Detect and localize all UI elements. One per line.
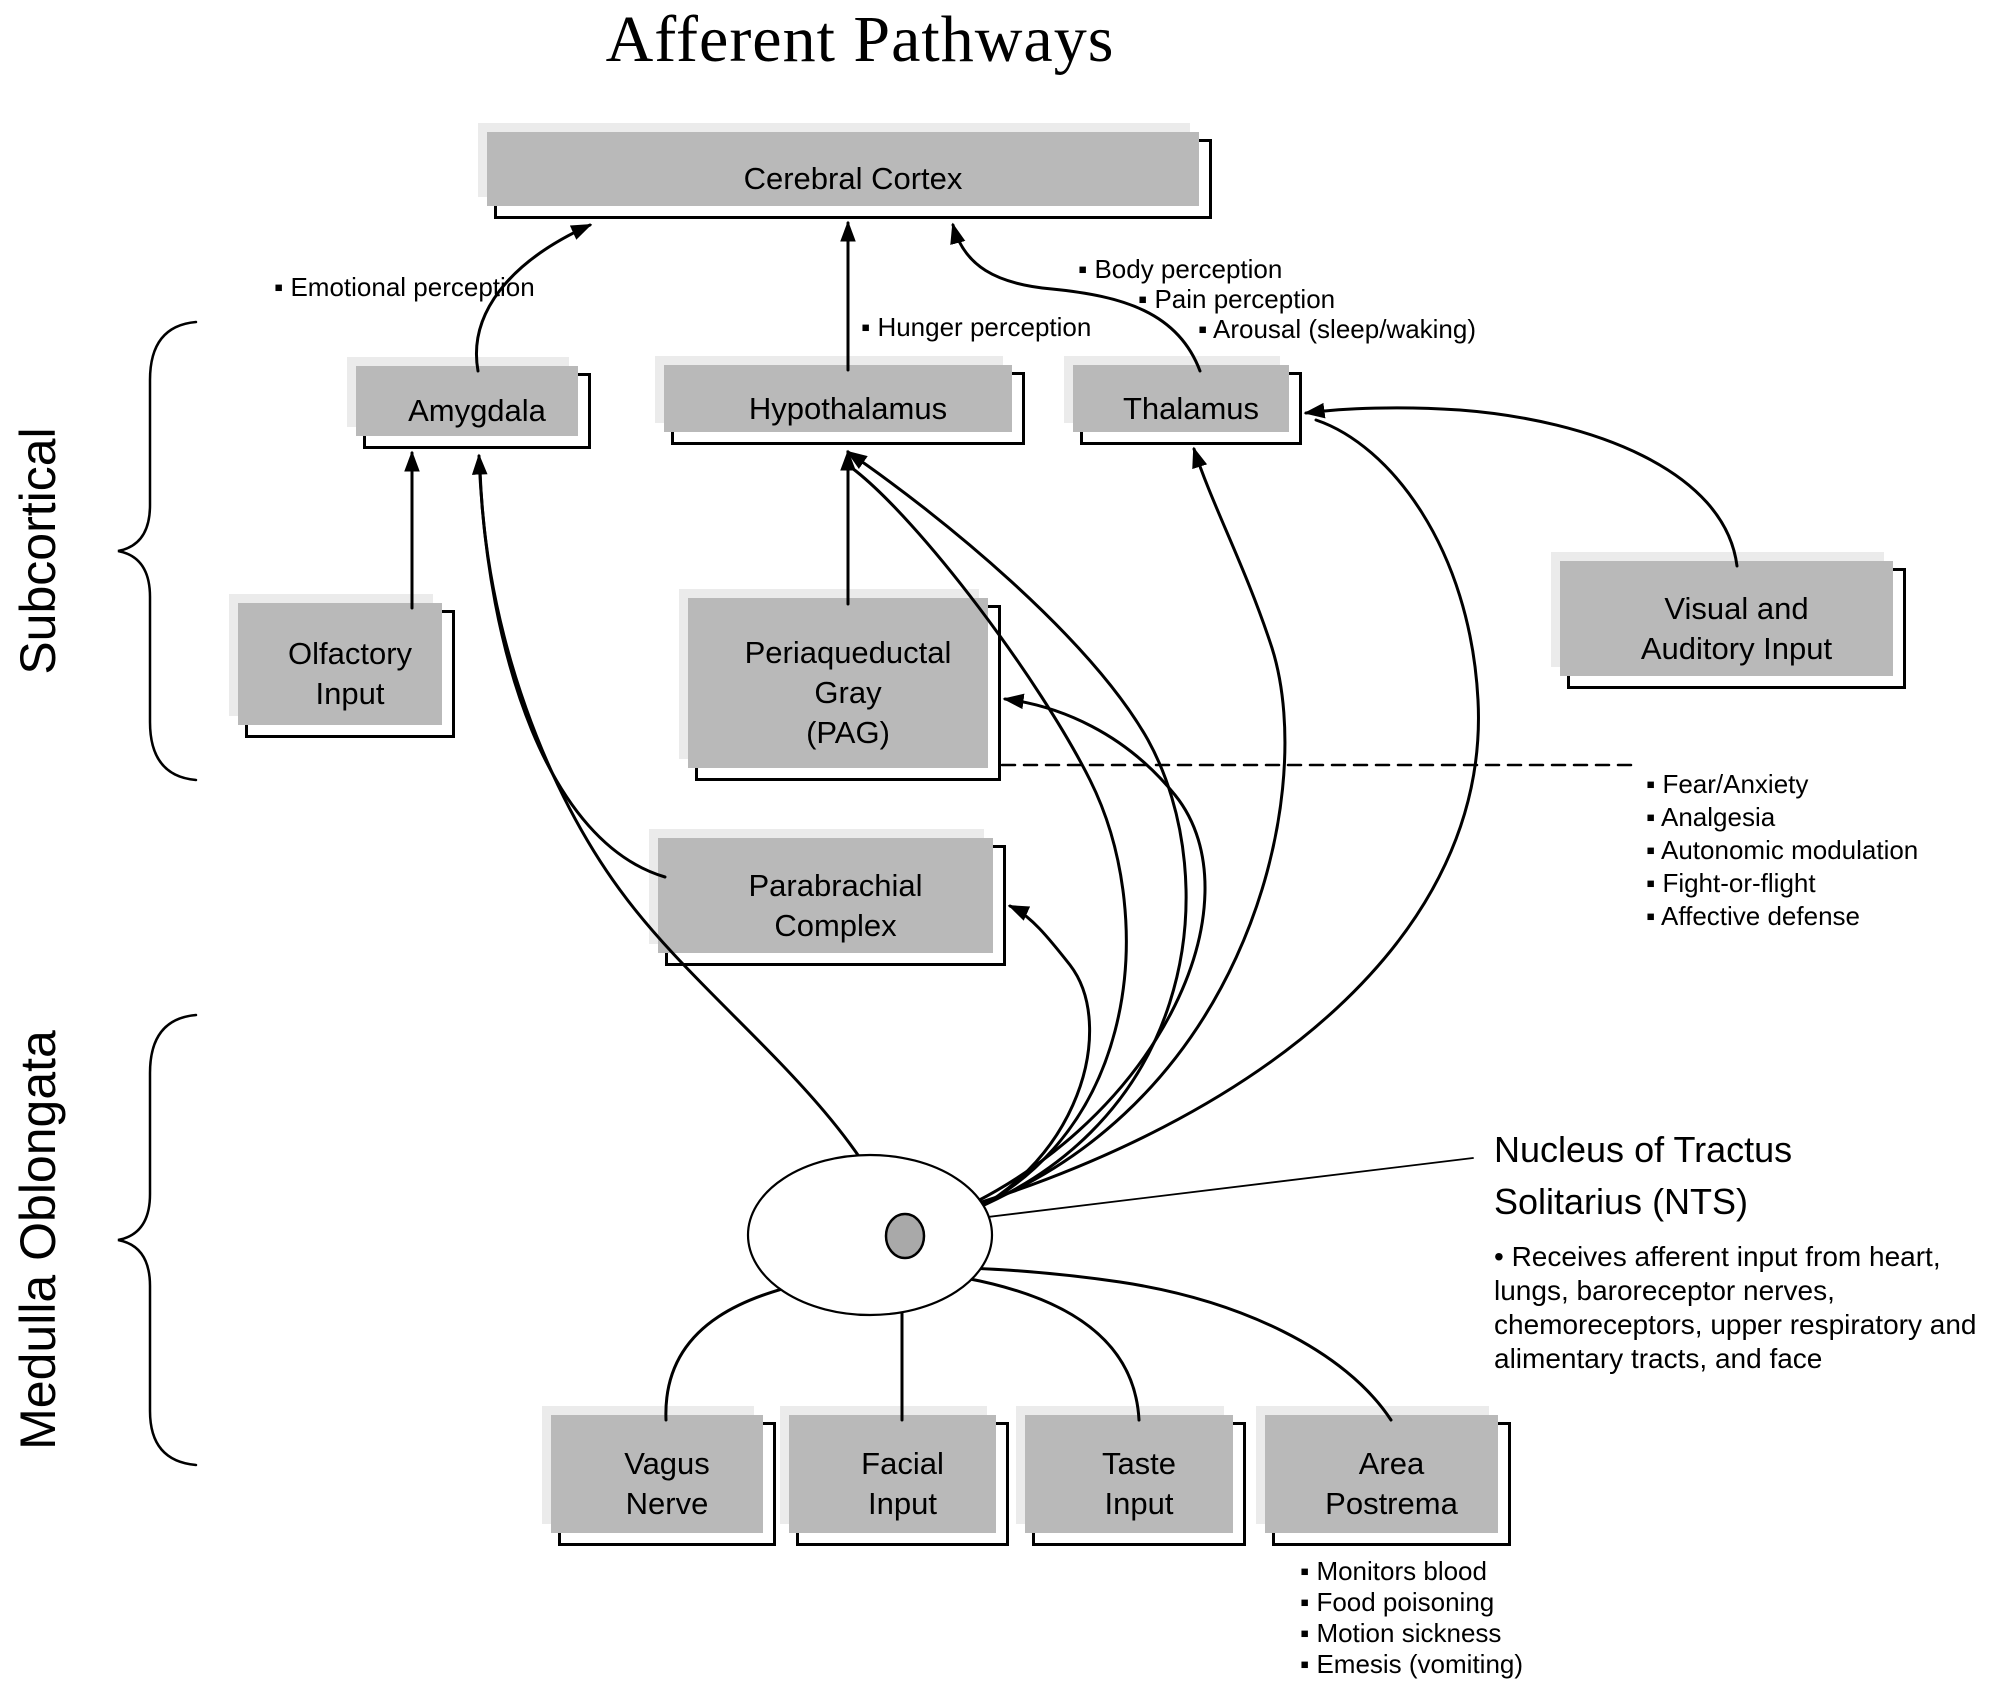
list-item: ▪ Body perception	[1078, 254, 1283, 284]
list-item: ▪ Food poisoning	[1300, 1587, 1495, 1617]
nts-description: • Receives afferent input from heart, lu…	[1494, 1241, 1977, 1374]
box-label: Thalamus	[1122, 390, 1260, 426]
region-label-subcortical: Subcortical	[10, 427, 66, 675]
edge-nts-to-thalamus-right	[934, 418, 1480, 1218]
box-vagus-nerve: Vagus Nerve	[542, 1406, 776, 1546]
box-label: Parabrachial Complex	[748, 867, 923, 943]
list-item: ▪ Emesis (vomiting)	[1300, 1649, 1524, 1679]
annotation-emotional-perception: ▪ Emotional perception	[274, 272, 535, 302]
edge-taste-to-nts	[904, 1266, 1141, 1422]
box-cerebral-cortex: Cerebral Cortex	[478, 123, 1212, 219]
box-label: Amygdala	[408, 393, 546, 429]
annotation-pag-functions: ▪ Fear/Anxiety▪ Analgesia▪ Autonomic mod…	[1646, 768, 1918, 933]
nts-node	[884, 1212, 926, 1260]
box-label: Vagus Nerve	[624, 1446, 710, 1521]
region-label-medulla-oblongata: Medulla Oblongata	[10, 1030, 66, 1450]
box-parabrachial-complex: Parabrachial Complex	[649, 829, 1006, 966]
box-label: Hypothalamus	[748, 390, 948, 426]
annotation-area-postrema-functions: ▪ Monitors blood▪ Food poisoning▪ Motion…	[1300, 1556, 1523, 1680]
nts-pointer-line	[929, 1157, 1474, 1225]
list-item: ▪ Analgesia	[1646, 802, 1776, 832]
box-periaqueductal-gray: Periaqueductal Gray (PAG)	[679, 589, 1001, 781]
box-label: Area Postrema	[1325, 1446, 1458, 1521]
list-item: ▪ Arousal (sleep/waking)	[1198, 314, 1477, 344]
box-area-postrema: Area Postrema	[1256, 1406, 1511, 1546]
list-item: ▪ Fear/Anxiety	[1646, 769, 1809, 799]
list-item: ▪ Motion sickness	[1300, 1618, 1502, 1648]
box-amygdala: Amygdala	[347, 357, 591, 449]
box-thalamus: Thalamus	[1064, 356, 1302, 445]
edge-vagus-to-nts	[664, 1264, 900, 1422]
box-label: Visual and Auditory Input	[1640, 590, 1833, 666]
box-label: Taste Input	[1101, 1446, 1177, 1521]
edge-area-postrema-to-nts	[906, 1264, 1393, 1422]
box-label: Olfactory Input	[287, 636, 413, 711]
annotation-thalamus-functions: ▪ Body perception▪ Pain perception▪ Arou…	[1078, 254, 1476, 344]
box-visual-auditory-input: Visual and Auditory Input	[1551, 552, 1906, 689]
edge-parabrachial-to-amygdala	[471, 453, 667, 879]
box-taste-input: Taste Input	[1016, 1406, 1246, 1546]
nts-label: Nucleus of Tractus Solitarius (NTS)	[1494, 1129, 1793, 1223]
box-hypothalamus: Hypothalamus	[655, 356, 1025, 445]
box-facial-input: Facial Input	[780, 1406, 1009, 1546]
subcortical-brace	[117, 320, 198, 782]
list-item: ▪ Autonomic modulation	[1646, 835, 1919, 865]
box-olfactory-input: Olfactory Input	[229, 594, 455, 738]
edge-nts-to-thalamus-bottom	[936, 446, 1287, 1222]
box-label: Cerebral Cortex	[743, 161, 963, 197]
list-item: ▪ Affective defense	[1646, 901, 1860, 931]
box-label: Periaqueductal Gray (PAG)	[744, 635, 952, 750]
list-item: ▪ Pain perception	[1138, 284, 1336, 314]
box-label: Facial Input	[861, 1446, 944, 1521]
edge-visual-auditory-to-thalamus	[1303, 402, 1739, 568]
page-title: Afferent Pathways	[605, 3, 1115, 76]
medulla-brace	[117, 1013, 198, 1467]
nts-ellipse	[746, 1153, 994, 1317]
list-item: ▪ Monitors blood	[1300, 1556, 1487, 1586]
annotation-hunger-perception: ▪ Hunger perception	[861, 312, 1092, 342]
list-item: ▪ Fight-or-flight	[1646, 868, 1816, 898]
